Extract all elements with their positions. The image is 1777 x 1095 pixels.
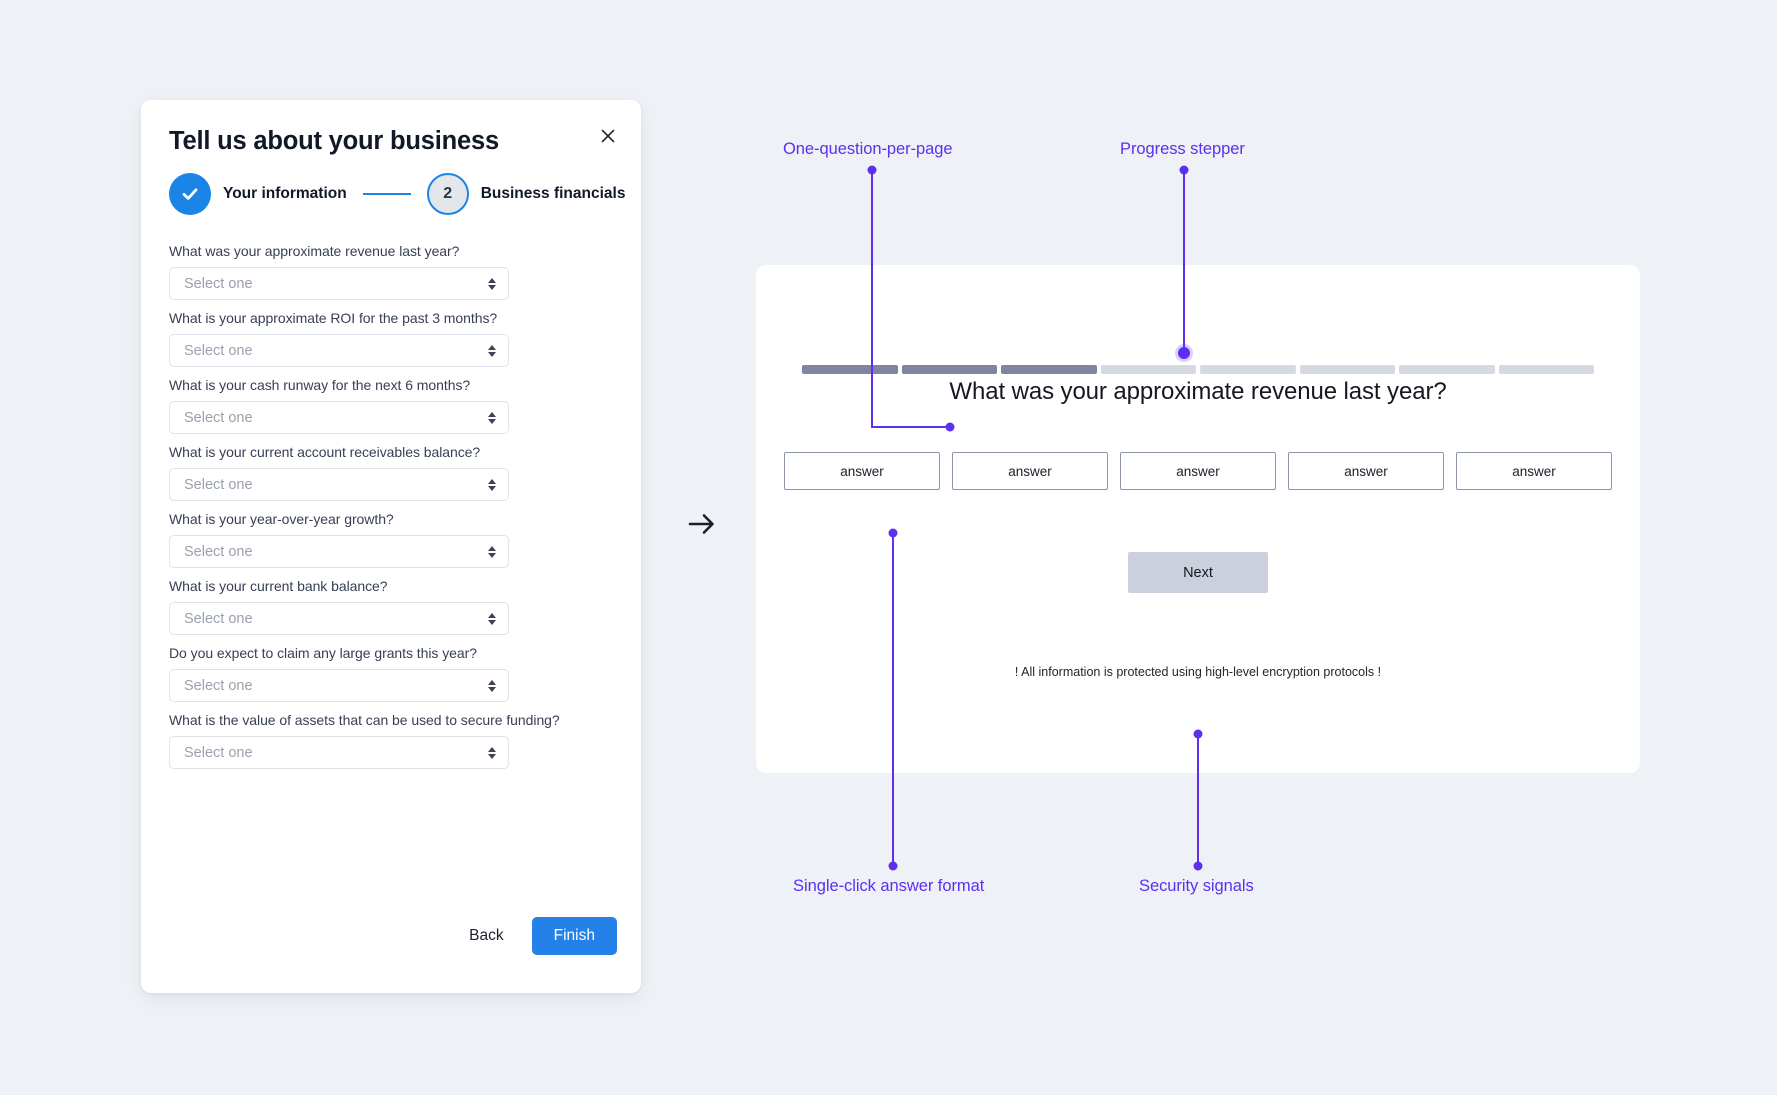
form-field: What is the value of assets that can be … — [169, 712, 560, 769]
progress-segment — [1498, 365, 1594, 374]
select-input[interactable]: Select one — [169, 468, 509, 501]
select-stepper-icon — [488, 679, 496, 692]
select-placeholder: Select one — [184, 409, 253, 426]
select-stepper-icon — [488, 746, 496, 759]
select-placeholder: Select one — [184, 342, 253, 359]
field-label: What is your current bank balance? — [169, 578, 388, 594]
progress-stepper — [802, 365, 1594, 374]
form-field: What is your year-over-year growth? Selec… — [169, 511, 509, 568]
form-field: Do you expect to claim any large grants … — [169, 645, 509, 702]
select-input[interactable]: Select one — [169, 602, 509, 635]
select-input[interactable]: Select one — [169, 401, 509, 434]
select-placeholder: Select one — [184, 610, 253, 627]
field-label: Do you expect to claim any large grants … — [169, 645, 477, 661]
annotation-label-one-question-per-page: One-question-per-page — [783, 140, 953, 158]
answer-option-button[interactable]: answer — [1120, 452, 1276, 490]
select-stepper-icon — [488, 344, 496, 357]
select-stepper-icon — [488, 545, 496, 558]
stepper-step-label: Business financials — [480, 185, 626, 202]
preview-question-text: What was your approximate revenue last y… — [949, 378, 1447, 405]
form-actions: Back Finish — [465, 917, 617, 955]
answer-options: answer answer answer answer answer — [784, 452, 1612, 490]
progress-segment — [1001, 365, 1097, 374]
select-placeholder: Select one — [184, 543, 253, 560]
progress-segment — [1100, 365, 1196, 374]
progress-segment — [901, 365, 997, 374]
select-placeholder: Select one — [184, 476, 253, 493]
progress-segment — [1200, 365, 1296, 374]
stepper-step-business-financials[interactable]: 2 Business financials — [426, 173, 626, 215]
business-form-card: Tell us about your business Your informa… — [141, 100, 641, 993]
form-field: What is your current account receivables… — [169, 444, 509, 501]
progress-segment — [1399, 365, 1495, 374]
progress-segment — [1299, 365, 1395, 374]
answer-option-button[interactable]: answer — [1456, 452, 1612, 490]
page-title: Tell us about your business — [169, 127, 499, 155]
select-input[interactable]: Select one — [169, 267, 509, 300]
form-field: What is your approximate ROI for the pas… — [169, 310, 509, 367]
answer-option-button[interactable]: answer — [952, 452, 1108, 490]
field-label: What is your approximate ROI for the pas… — [169, 310, 498, 326]
select-input[interactable]: Select one — [169, 535, 509, 568]
check-icon — [169, 173, 211, 215]
close-icon[interactable] — [595, 123, 621, 149]
stepper-step-your-information[interactable]: Your information — [169, 173, 347, 215]
stepper-connector — [362, 193, 411, 195]
select-placeholder: Select one — [184, 275, 253, 292]
form-field: What is your cash runway for the next 6 … — [169, 377, 509, 434]
answer-option-button[interactable]: answer — [784, 452, 940, 490]
select-stepper-icon — [488, 277, 496, 290]
stepper-step-number: 2 — [426, 173, 469, 215]
form-field: What is your current bank balance? Select… — [169, 578, 509, 635]
form-field: What was your approximate revenue last y… — [169, 243, 509, 300]
annotation-label-single-click-answer-format: Single-click answer format — [793, 877, 985, 895]
preview-card: What was your approximate revenue last y… — [756, 265, 1640, 773]
select-placeholder: Select one — [184, 744, 253, 761]
field-label: What is your current account receivables… — [169, 444, 481, 460]
select-input[interactable]: Select one — [169, 334, 509, 367]
select-input[interactable]: Select one — [169, 736, 509, 769]
security-note: ! All information is protected using hig… — [1014, 665, 1382, 679]
select-stepper-icon — [488, 612, 496, 625]
stepper-step-label: Your information — [223, 185, 347, 202]
select-input[interactable]: Select one — [169, 669, 509, 702]
back-button[interactable]: Back — [465, 921, 507, 951]
field-label: What is your year-over-year growth? — [169, 511, 394, 527]
select-placeholder: Select one — [184, 677, 253, 694]
field-label: What is your cash runway for the next 6 … — [169, 377, 471, 393]
field-label: What is the value of assets that can be … — [169, 712, 560, 728]
select-stepper-icon — [488, 478, 496, 491]
form-stepper: Your information 2 Business financials — [169, 172, 625, 216]
progress-segment — [802, 365, 898, 374]
form-fields: What was your approximate revenue last y… — [169, 243, 560, 779]
annotation-label-progress-stepper: Progress stepper — [1120, 140, 1245, 158]
next-button[interactable]: Next — [1128, 552, 1268, 593]
field-label: What was your approximate revenue last y… — [169, 243, 460, 259]
arrow-right-icon — [680, 502, 724, 546]
select-stepper-icon — [488, 411, 496, 424]
annotation-label-security-signals: Security signals — [1139, 877, 1254, 895]
answer-option-button[interactable]: answer — [1288, 452, 1444, 490]
finish-button[interactable]: Finish — [531, 917, 617, 955]
